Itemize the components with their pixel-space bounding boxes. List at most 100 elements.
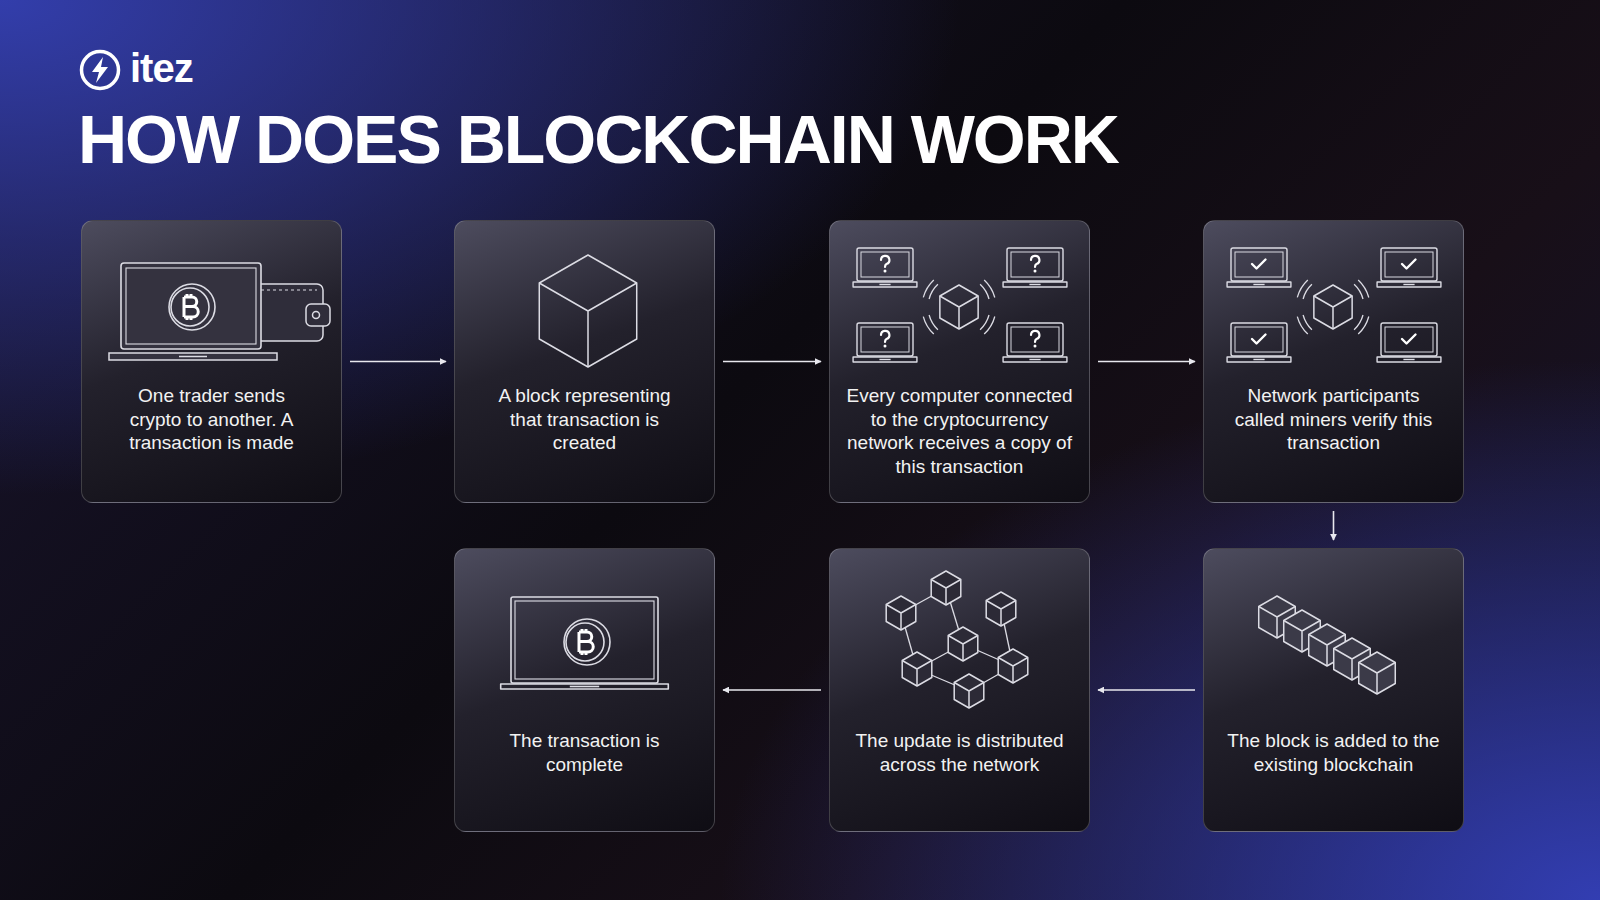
- cube-edge: [539, 283, 636, 367]
- coin-face: [566, 623, 604, 661]
- laptop-notch: [1029, 359, 1040, 360]
- laptop-screen: [1381, 323, 1437, 356]
- flow-arrow: [1098, 689, 1195, 691]
- flow-arrow: [723, 361, 821, 363]
- laptop-screen: [1381, 248, 1437, 281]
- laptop-screen: [1007, 248, 1063, 281]
- laptop-notch: [179, 356, 207, 358]
- signal-wave: [1297, 280, 1308, 298]
- chain-cube: [1359, 652, 1396, 694]
- card-illustration: [830, 549, 1091, 833]
- laptop-notch: [1253, 359, 1264, 360]
- logo-icon: [78, 48, 122, 92]
- cube-edge: [902, 661, 932, 687]
- network-cube: [986, 592, 1016, 626]
- question-dot: [1034, 345, 1037, 348]
- laptop-notch: [570, 686, 599, 688]
- laptop-base: [1377, 282, 1441, 287]
- signal-wave: [923, 280, 934, 298]
- question-dot: [884, 270, 887, 273]
- card-illustration: [1204, 221, 1465, 504]
- diagram-title: HOW DOES BLOCKCHAIN WORK: [78, 100, 1118, 178]
- signal-wave: [929, 284, 938, 299]
- signal-wave: [1303, 315, 1312, 330]
- card-illustration: [82, 221, 343, 504]
- process-card: One trader sends crypto to another. A tr…: [81, 220, 342, 503]
- laptop-base: [1003, 357, 1067, 362]
- signal-wave: [1354, 315, 1363, 330]
- check-mark: [1252, 335, 1266, 344]
- check-mark: [1252, 260, 1266, 269]
- wallet-clasp: [306, 304, 330, 326]
- laptop-display: [1011, 252, 1059, 277]
- laptop-notch: [1403, 359, 1414, 360]
- block-cube: [940, 285, 978, 329]
- signal-wave: [1354, 284, 1363, 299]
- block-cube: [539, 255, 636, 367]
- flow-arrow: [1098, 361, 1195, 363]
- laptop-base: [1227, 357, 1291, 362]
- laptop-display: [1235, 252, 1283, 277]
- card-text: The block is added to the existing block…: [1216, 729, 1452, 776]
- logo-bolt: [92, 57, 108, 83]
- question-mark: [1031, 331, 1039, 342]
- laptop-base: [501, 684, 669, 689]
- laptop-base: [109, 353, 277, 360]
- network-cube: [886, 596, 916, 630]
- coin-rim: [564, 619, 610, 665]
- coin-rim: [169, 284, 215, 330]
- laptop-base: [1003, 282, 1067, 287]
- question-mark: [881, 256, 889, 267]
- flow-arrow: [350, 361, 446, 363]
- cube-edge: [998, 658, 1028, 684]
- laptop-base: [1227, 282, 1291, 287]
- laptop-notch: [1253, 284, 1264, 285]
- laptop-display: [861, 327, 909, 352]
- cube-edge: [986, 601, 1016, 627]
- text-spacer: [830, 221, 1089, 384]
- text-spacer: [455, 221, 714, 384]
- flow-arrow: [1333, 511, 1335, 540]
- cube-edge: [948, 636, 978, 662]
- question-mark: [881, 331, 889, 342]
- process-card: A block representing that transaction is…: [454, 220, 715, 503]
- block-cube: [1314, 285, 1352, 329]
- signal-wave: [984, 280, 995, 298]
- network-cube: [902, 652, 932, 686]
- laptop-screen: [1007, 323, 1063, 356]
- process-card: Network participants called miners verif…: [1203, 220, 1464, 503]
- wallet-button: [313, 312, 320, 319]
- laptop-base: [853, 357, 917, 362]
- signal-wave: [923, 317, 934, 335]
- signal-wave: [980, 315, 989, 330]
- bitcoin-symbol: [579, 629, 593, 655]
- signal-wave: [1358, 280, 1369, 298]
- laptop-screen: [1231, 323, 1287, 356]
- laptop-display: [1385, 327, 1433, 352]
- card-illustration: [455, 221, 716, 504]
- flow-arrow: [723, 689, 821, 691]
- laptop-display: [126, 268, 256, 344]
- cube-edge: [931, 580, 961, 606]
- signal-wave: [1297, 317, 1308, 335]
- bitcoin-symbol: [184, 294, 198, 320]
- process-card: The transaction is complete: [454, 548, 715, 832]
- card-text: One trader sends crypto to another. A tr…: [114, 384, 310, 455]
- network-cube: [954, 674, 984, 708]
- text-spacer: [455, 549, 714, 729]
- check-mark: [1402, 335, 1416, 344]
- card-illustration: [455, 549, 716, 833]
- signal-wave: [929, 315, 938, 330]
- signal-wave: [1303, 284, 1312, 299]
- coin-face: [171, 288, 209, 326]
- network-cube: [931, 571, 961, 605]
- signal-wave: [980, 284, 989, 299]
- card-illustration: [1204, 549, 1465, 833]
- cube-edge: [954, 683, 984, 709]
- card-text: Network participants called miners verif…: [1232, 384, 1436, 455]
- question-dot: [884, 345, 887, 348]
- laptop-screen: [121, 263, 261, 349]
- process-card: The update is distributed across the net…: [829, 548, 1090, 832]
- logo-text: itez: [130, 46, 193, 91]
- cube-edge: [940, 296, 978, 329]
